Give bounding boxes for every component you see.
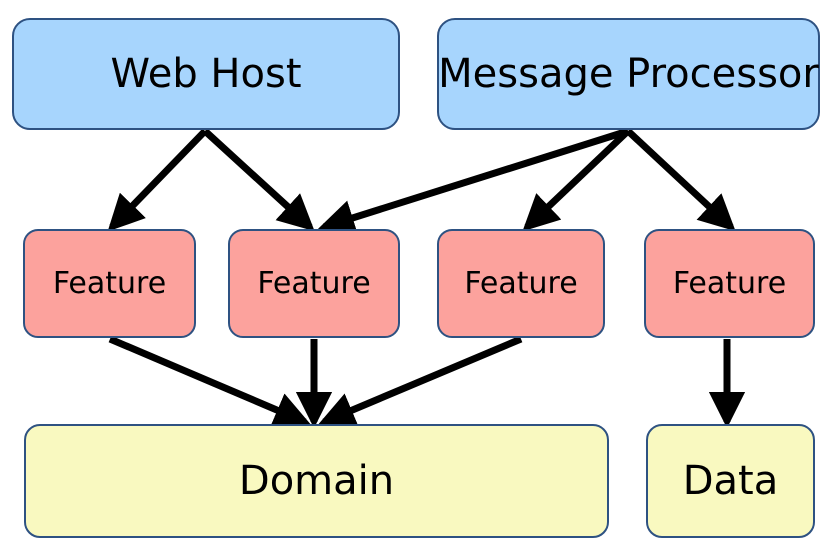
node-feature-3[interactable]: Feature bbox=[437, 229, 605, 338]
node-feature-4-label: Feature bbox=[672, 265, 787, 301]
node-message-processor-label: Message Processor bbox=[438, 51, 819, 97]
node-web-host[interactable]: Web Host bbox=[12, 18, 400, 130]
node-feature-1[interactable]: Feature bbox=[23, 229, 196, 338]
node-domain[interactable]: Domain bbox=[24, 424, 609, 538]
node-message-processor[interactable]: Message Processor bbox=[437, 18, 820, 130]
node-feature-1-label: Feature bbox=[52, 265, 167, 301]
node-feature-2[interactable]: Feature bbox=[228, 229, 400, 338]
edge-feature1-domain bbox=[108, 335, 311, 427]
edge-feature3-domain bbox=[318, 335, 523, 428]
node-feature-4[interactable]: Feature bbox=[644, 229, 815, 338]
node-feature-3-label: Feature bbox=[464, 265, 578, 301]
edge-messageprocessor-feature4 bbox=[625, 128, 736, 232]
edge-messageprocessor-feature3 bbox=[522, 128, 631, 232]
node-feature-2-label: Feature bbox=[257, 265, 371, 301]
node-domain-label: Domain bbox=[238, 458, 395, 504]
edge-messageprocessor-feature2 bbox=[317, 127, 630, 236]
node-data-label: Data bbox=[682, 458, 779, 504]
node-data[interactable]: Data bbox=[646, 424, 815, 538]
edge-webhost-feature2 bbox=[202, 128, 315, 232]
node-web-host-label: Web Host bbox=[110, 51, 302, 97]
edge-webhost-feature1 bbox=[107, 128, 208, 232]
